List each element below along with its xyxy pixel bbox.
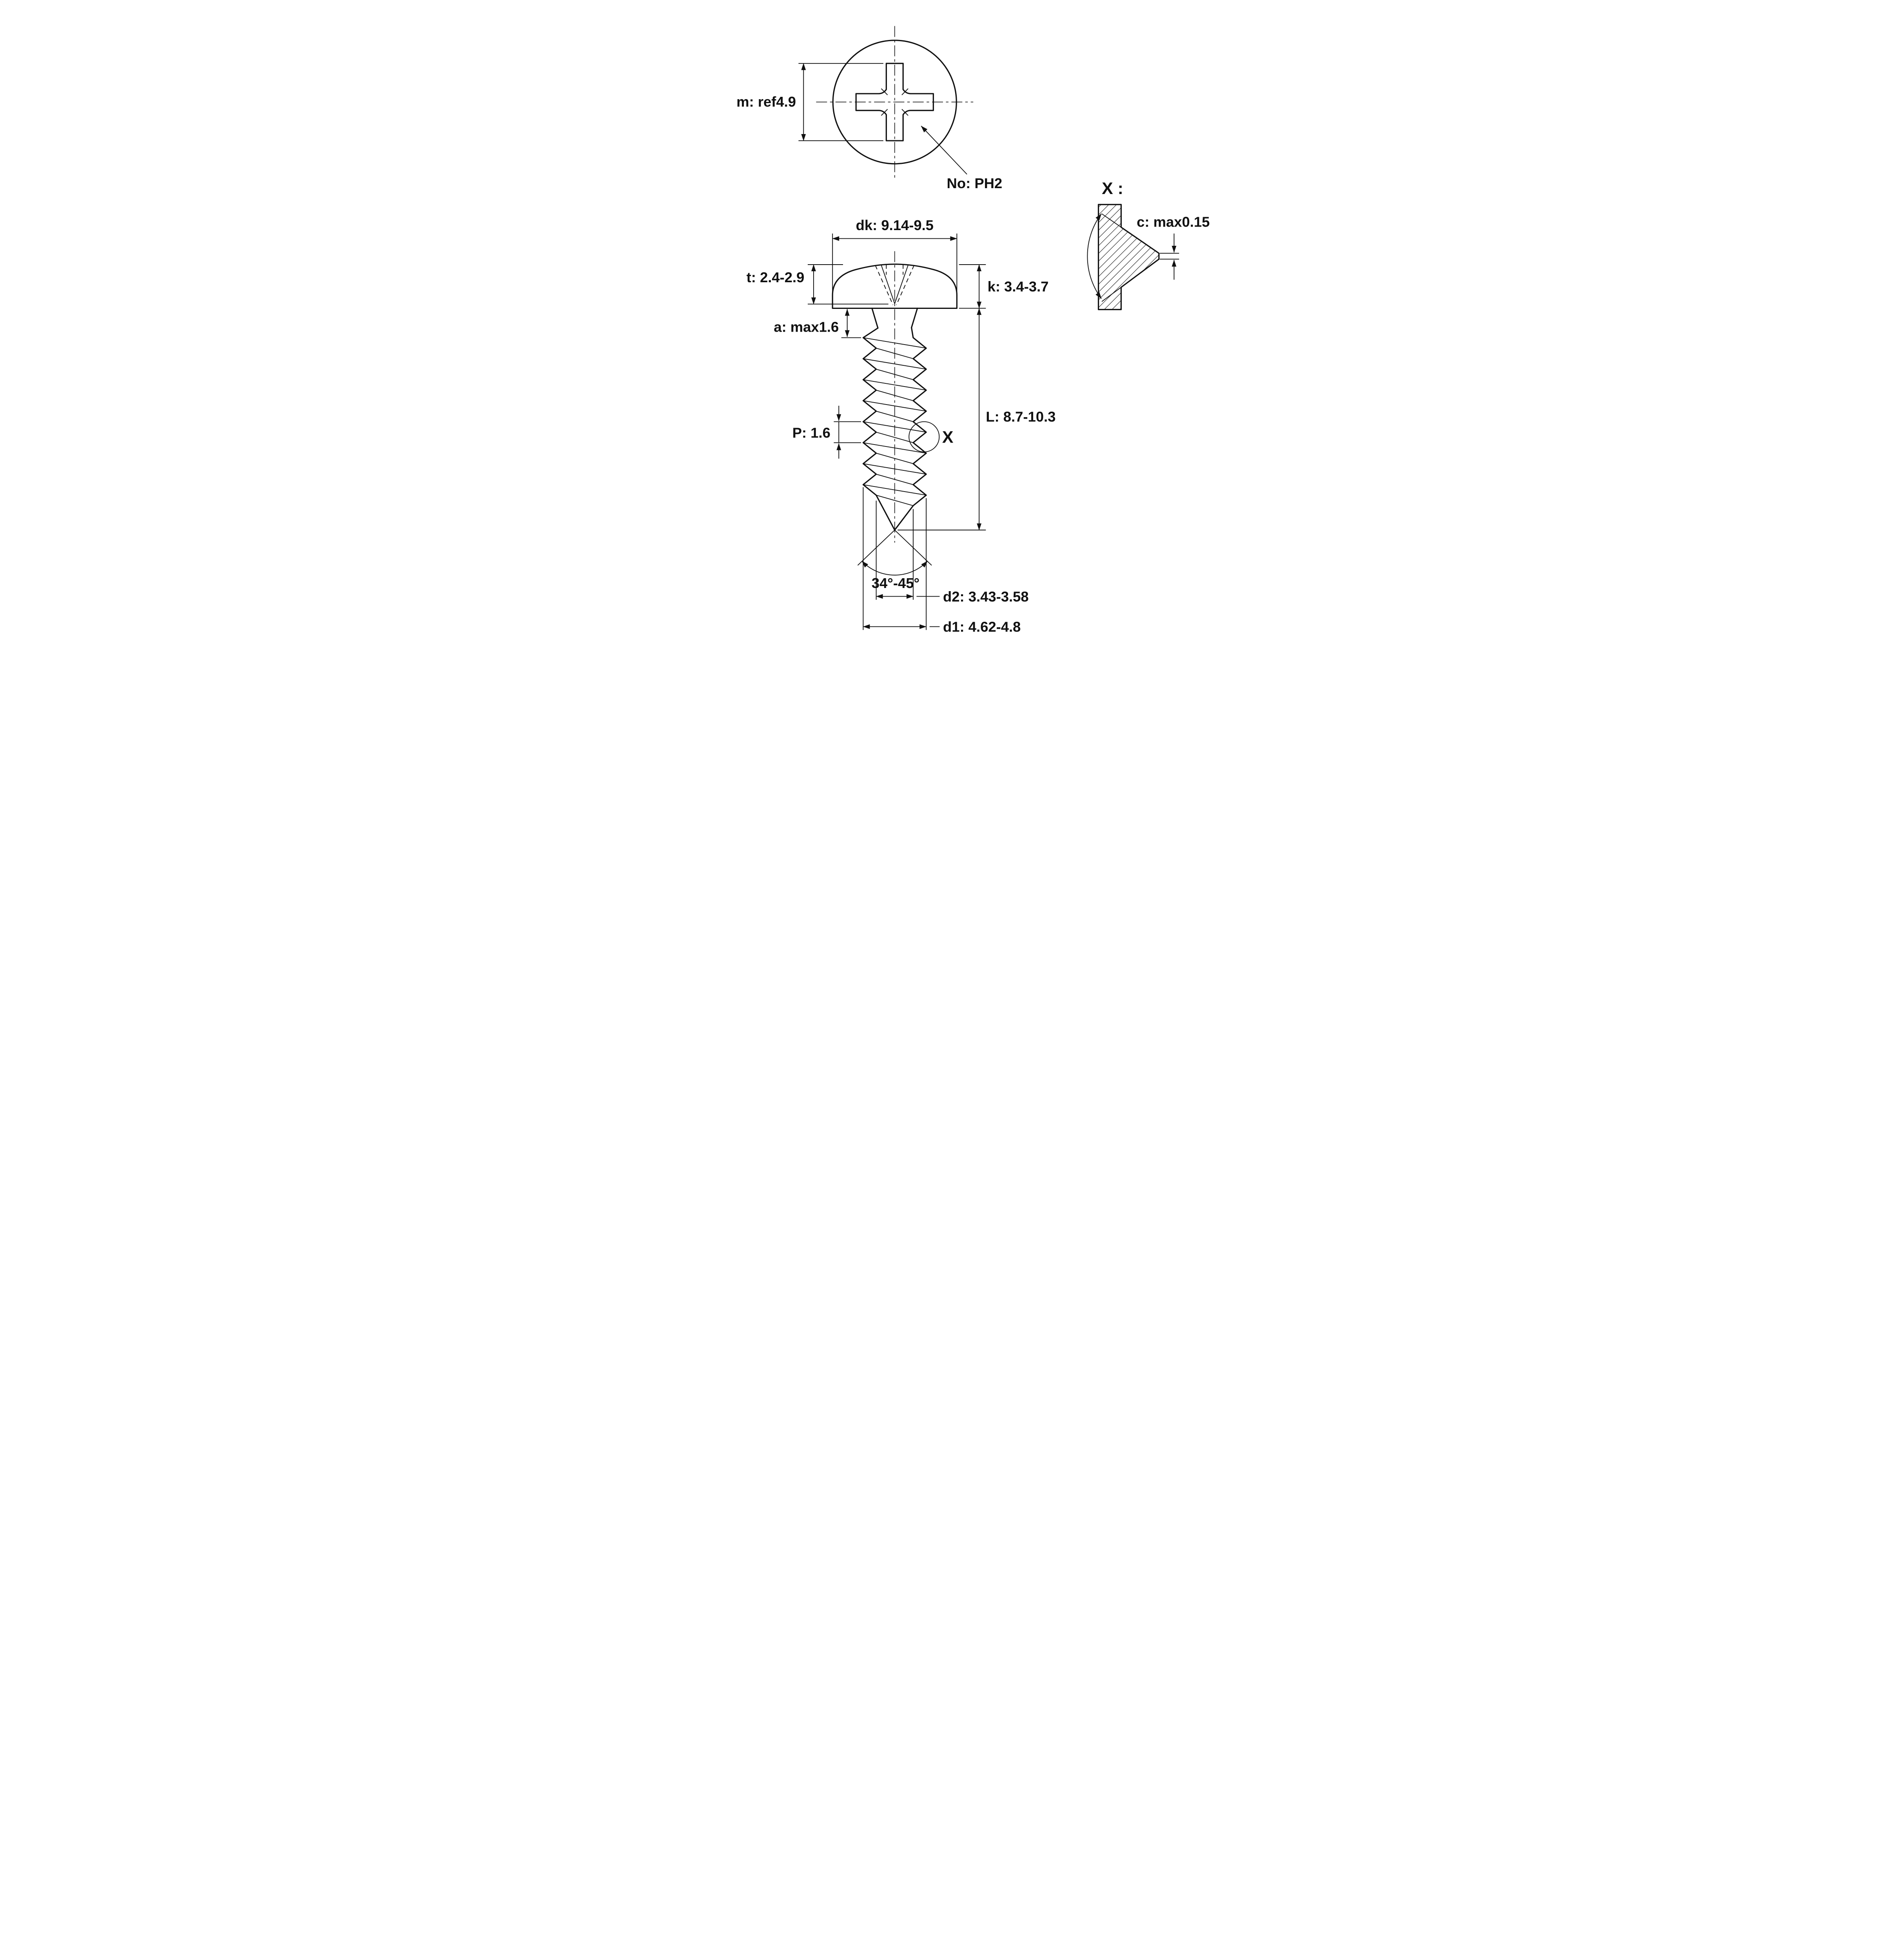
detail-view-x: X : c: max0.15 bbox=[1087, 179, 1210, 310]
d1-dimension: d1: 4.62-4.8 bbox=[863, 487, 1021, 635]
point-angle-label: 34°-45° bbox=[872, 575, 919, 591]
a-dimension-label: a: max1.6 bbox=[774, 319, 839, 335]
recess-type-label: No: PH2 bbox=[947, 175, 1003, 191]
top-view: m: ref4.9 No: PH2 bbox=[736, 26, 1002, 191]
l-dimension-label: L: 8.7-10.3 bbox=[986, 409, 1056, 425]
phillips-recess-outline bbox=[855, 63, 934, 142]
a-dimension: a: max1.6 bbox=[774, 309, 861, 338]
detail-x-marker: X bbox=[908, 421, 954, 452]
c-dimension-label: c: max0.15 bbox=[1137, 214, 1210, 230]
screw-technical-drawing: m: ref4.9 No: PH2 bbox=[736, 26, 1210, 635]
thread-helix-lines bbox=[863, 337, 927, 506]
k-dimension-label: k: 3.4-3.7 bbox=[988, 279, 1049, 295]
thread-section-profile bbox=[1097, 204, 1160, 310]
d2-dimension: d2: 3.43-3.58 bbox=[876, 501, 1029, 604]
p-dimension: P: 1.6 bbox=[792, 405, 861, 459]
screw-neck bbox=[871, 307, 918, 329]
m-dimension-label: m: ref4.9 bbox=[736, 94, 796, 110]
screw-head-circle bbox=[832, 40, 957, 165]
t-dimension-label: t: 2.4-2.9 bbox=[747, 269, 805, 285]
l-dimension: L: 8.7-10.3 bbox=[898, 308, 1056, 531]
c-dimension: c: max0.15 bbox=[1137, 214, 1210, 280]
recess-leader: No: PH2 bbox=[921, 125, 1003, 191]
p-dimension-label: P: 1.6 bbox=[792, 425, 830, 441]
thread-profile bbox=[862, 327, 927, 531]
detail-x-marker-label: X bbox=[942, 428, 954, 446]
side-view: dk: 9.14-9.5 t: 2.4-2.9 k: 3.4-3.7 a: ma… bbox=[747, 217, 1056, 635]
t-dimension: t: 2.4-2.9 bbox=[747, 264, 888, 305]
flank-angle-indicator bbox=[1087, 213, 1121, 302]
detail-view-title: X : bbox=[1102, 179, 1123, 198]
phillips-recess-taper-lines bbox=[881, 88, 908, 116]
screw-head-outline bbox=[832, 263, 958, 309]
point-angle-dimension: 34°-45° bbox=[857, 530, 932, 591]
thread-right-edge bbox=[894, 327, 927, 531]
d1-dimension-label: d1: 4.62-4.8 bbox=[943, 619, 1021, 635]
head-recess-section bbox=[875, 264, 914, 305]
detail-x-circle bbox=[908, 421, 940, 452]
m-dimension: m: ref4.9 bbox=[736, 63, 883, 141]
k-dimension: k: 3.4-3.7 bbox=[959, 264, 1049, 309]
thread-left-edge bbox=[862, 327, 896, 531]
dk-dimension-label: dk: 9.14-9.5 bbox=[856, 217, 934, 233]
d2-dimension-label: d2: 3.43-3.58 bbox=[943, 588, 1029, 604]
recess-leader-line bbox=[921, 125, 967, 175]
dk-dimension: dk: 9.14-9.5 bbox=[832, 217, 958, 294]
technical-drawing-sheet: m: ref4.9 No: PH2 bbox=[649, 0, 1237, 661]
